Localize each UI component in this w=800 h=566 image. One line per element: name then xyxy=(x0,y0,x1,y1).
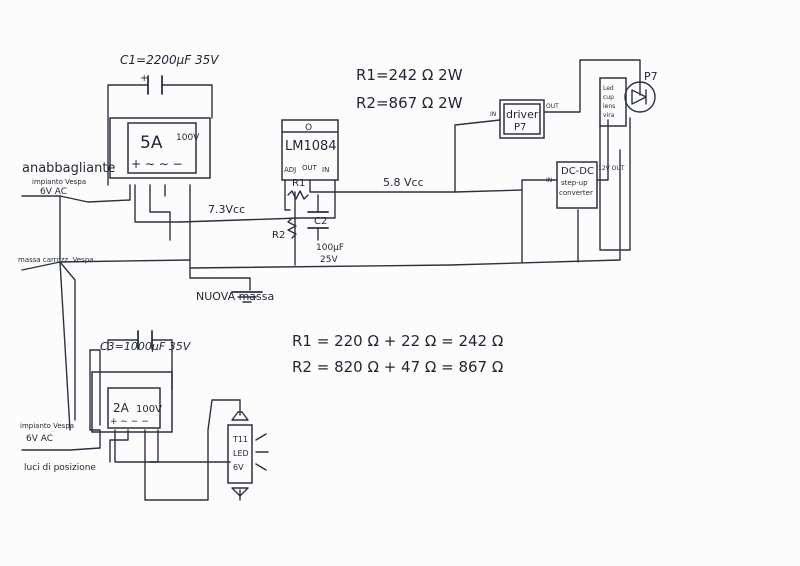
led-cup-module: Led cup lens vira P7 xyxy=(599,70,658,127)
c-out-value: 100µF xyxy=(316,243,344,253)
c1-label: C1=2200µF 35V xyxy=(120,53,219,67)
regulator-out: OUT xyxy=(302,164,318,172)
led-l1: Led xyxy=(603,85,614,92)
regulator-adj: ADJ xyxy=(284,166,296,174)
regulator-name: LM1084 xyxy=(285,139,337,154)
bridge1-pins: + ∼ ∼ − xyxy=(131,157,183,171)
led-l3: lens xyxy=(603,103,615,110)
r1-label: R1 xyxy=(292,178,305,189)
dcdc-sub1: step-up xyxy=(561,179,588,187)
svg-text:+: + xyxy=(140,73,148,84)
bridge-rectifier-1: 5A 100V + ∼ ∼ − xyxy=(109,117,211,179)
bridge1-current: 5A xyxy=(140,133,163,153)
capacitor-c3: C3=1000µF 35V xyxy=(100,330,192,353)
voltage-7v3: 7.3Vcc xyxy=(208,203,245,216)
label-nuova-massa: NUOVA massa xyxy=(196,290,274,303)
formula-bottom-r1: R1 = 220 Ω + 22 Ω = 242 Ω xyxy=(292,332,503,350)
led-l2: cup xyxy=(603,94,614,101)
r2-label: R2 xyxy=(272,230,285,241)
regulator-lm1084: O LM1084 ADJ OUT IN R1 R2 xyxy=(272,119,339,241)
dcdc-sub2: converter xyxy=(559,189,593,197)
driver-in: IN xyxy=(490,111,496,118)
label-impianto-vespa-bottom: impianto Vespa xyxy=(20,422,74,430)
voltage-5v8: 5.8 Vcc xyxy=(383,176,424,189)
dcdc-in: IN xyxy=(546,177,552,184)
bulb-l3: 6V xyxy=(233,463,244,472)
bulb-l2: LED xyxy=(233,449,249,458)
label-anabbagliante: anabbagliante xyxy=(22,161,115,176)
driver-label: driver xyxy=(506,108,539,121)
ground-symbol: NUOVA massa xyxy=(196,290,274,303)
label-6vac-top: 6V AC xyxy=(40,187,67,197)
bulb-l1: T11 xyxy=(232,435,248,444)
wires xyxy=(21,59,641,501)
c2-label: C2 xyxy=(314,216,327,227)
label-impianto-vespa-top: impianto Vespa xyxy=(32,178,86,186)
formula-bottom-r2: R2 = 820 Ω + 47 Ω = 867 Ω xyxy=(292,358,503,376)
driver-p7: driver P7 IN OUT xyxy=(490,99,559,139)
label-6vac-bottom: 6V AC xyxy=(26,434,53,444)
led-l4: vira xyxy=(603,112,615,119)
bridge2-current: 2A xyxy=(113,401,130,415)
bridge1-voltage: 100V xyxy=(176,133,200,143)
bridge2-voltage: 100V xyxy=(136,404,162,415)
driver-out: OUT xyxy=(546,103,559,110)
formula-top-r1: R1=242 Ω 2W xyxy=(356,66,463,84)
label-luci-posizione: luci di posizione xyxy=(24,463,96,473)
t11-led-bulb: T11 LED 6V xyxy=(227,411,269,497)
dcdc-out: 12V OUT xyxy=(598,165,625,172)
driver-sub: P7 xyxy=(514,122,526,133)
c3-label: C3=1000µF 35V xyxy=(100,340,192,353)
dcdc-converter: DC-DC step-up converter IN 12V OUT xyxy=(546,161,625,209)
bridge-rectifier-2: 2A 100V + ∼ ∼ − xyxy=(91,371,173,433)
label-massa-carrozzeria: massa carrozz. Vespa xyxy=(18,256,94,264)
capacitor-c1: + C1=2200µF 35V xyxy=(120,53,219,95)
bridge2-pins: + ∼ ∼ − xyxy=(110,417,149,427)
led-p7-label: P7 xyxy=(644,70,658,83)
regulator-logo: O xyxy=(305,123,312,133)
c-out-voltage: 25V xyxy=(320,255,338,265)
formula-top-r2: R2=867 Ω 2W xyxy=(356,94,463,112)
regulator-in: IN xyxy=(322,166,329,174)
capacitor-c2: C2 100µF 25V xyxy=(307,211,344,265)
dcdc-title: DC-DC xyxy=(561,166,594,177)
